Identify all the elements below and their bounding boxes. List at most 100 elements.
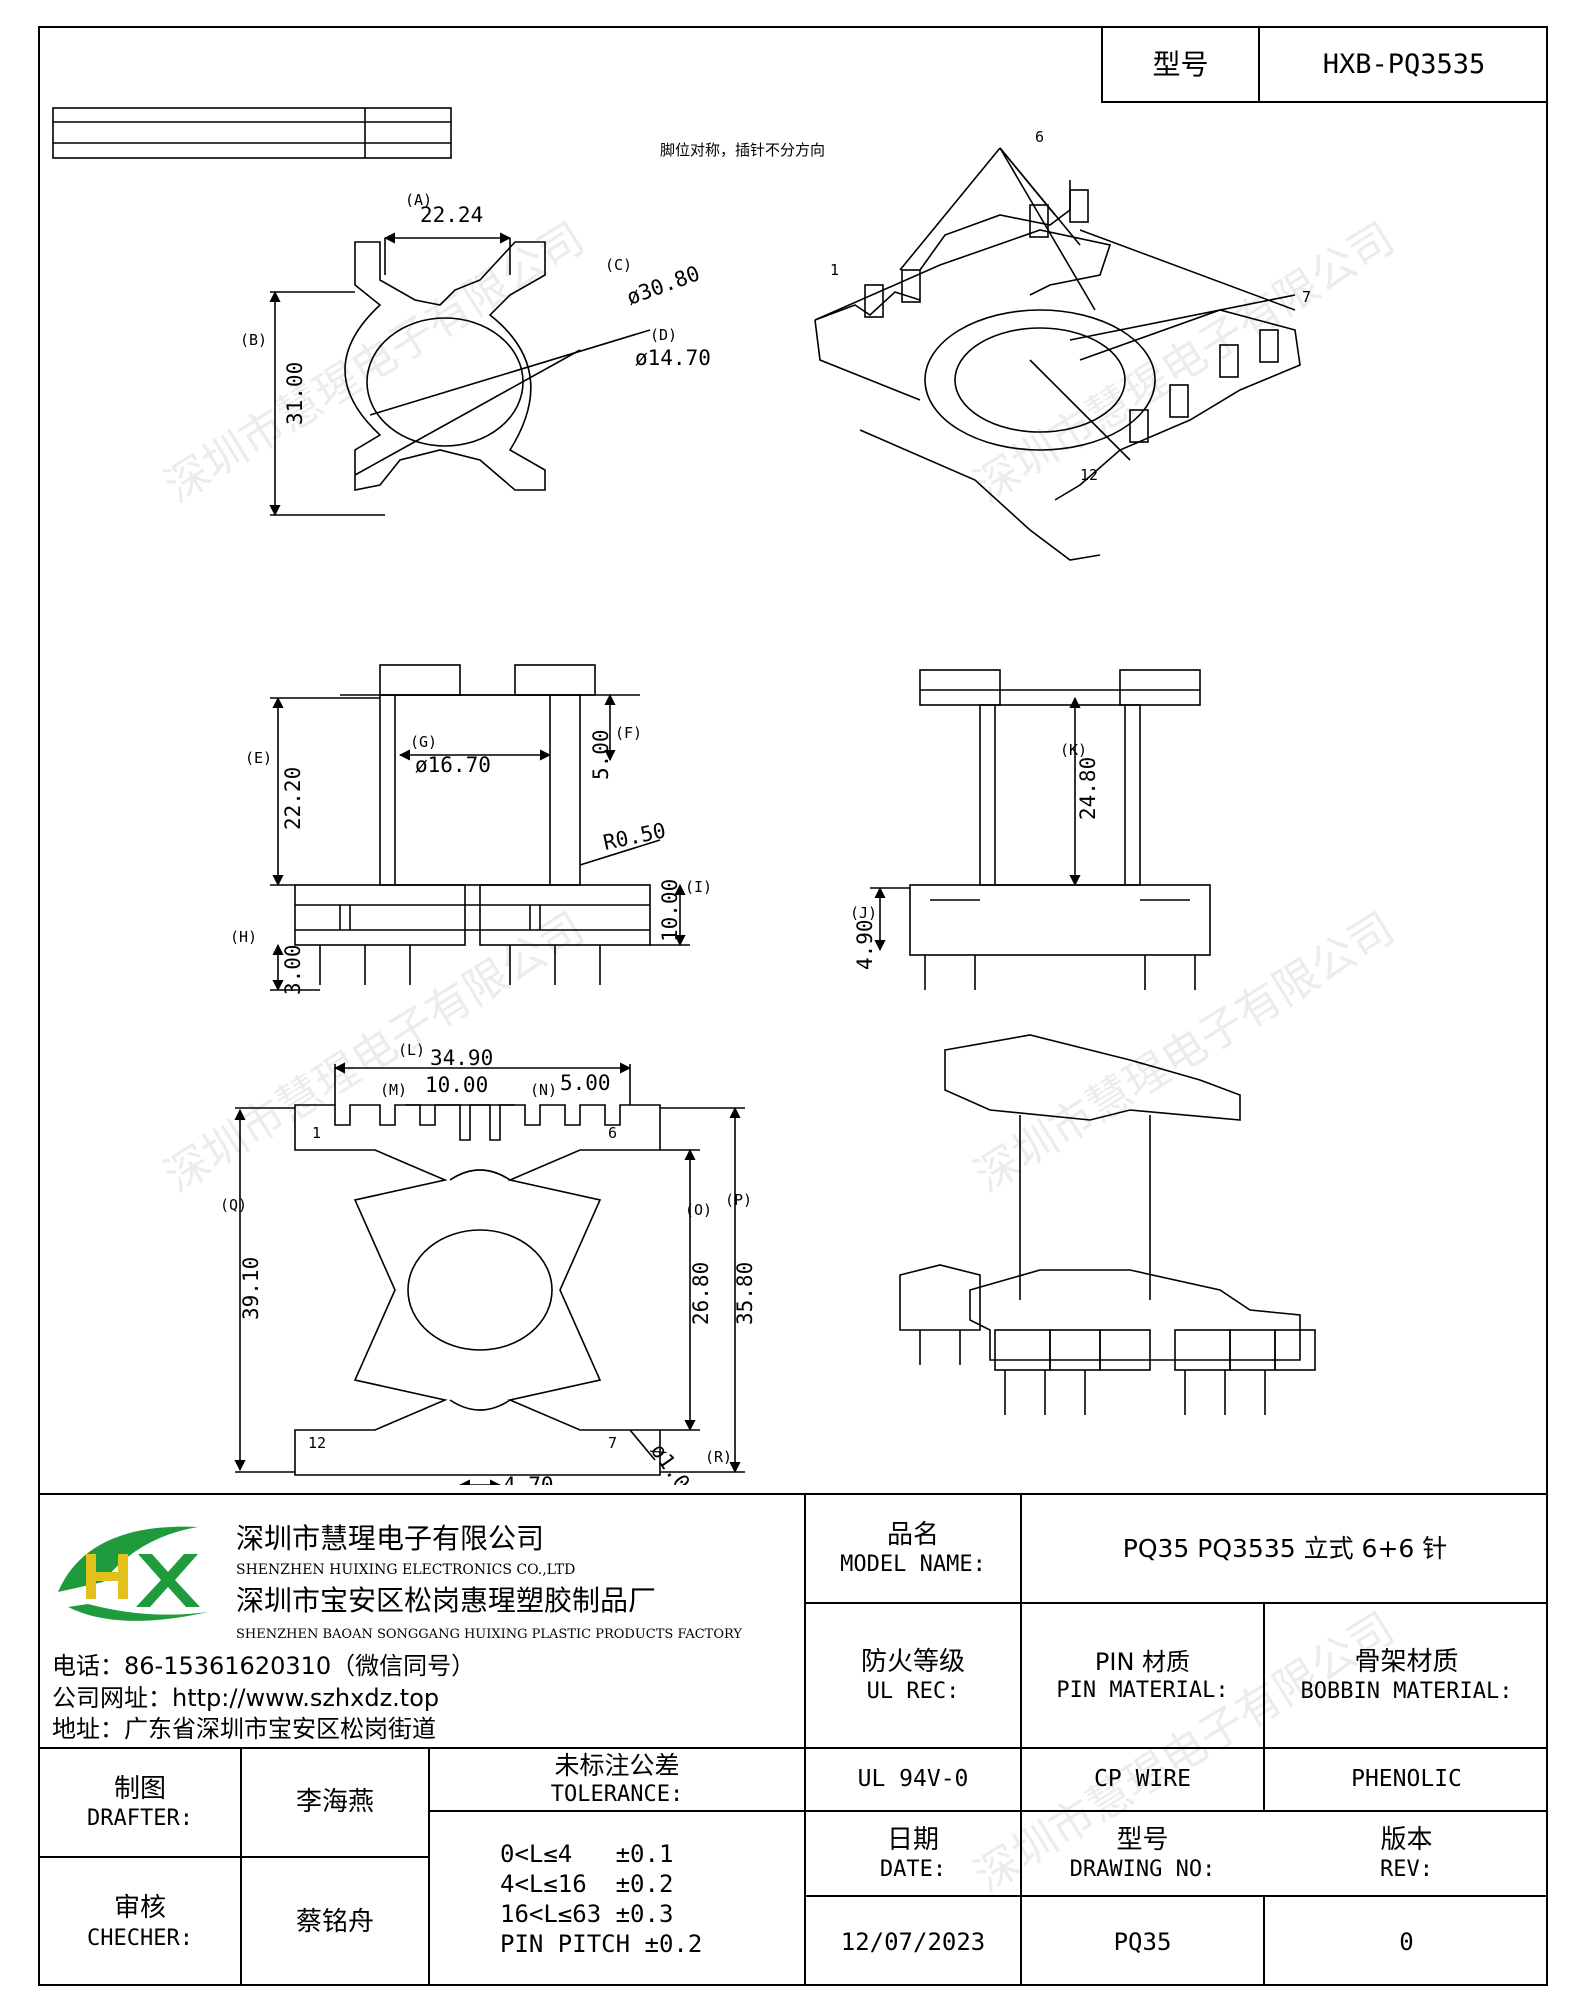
dim-letter-a: (A) <box>405 191 432 209</box>
dim-m: 10.00 <box>425 1073 488 1097</box>
drawing-no-label: 型号 DRAWING NO: <box>1022 1812 1263 1895</box>
model-value: HXB-PQ3535 <box>1322 48 1486 80</box>
titleblock-vline-1020 <box>1020 1493 1022 1986</box>
dim-o: 26.80 <box>689 1262 713 1325</box>
company-website: 公司网址：http://www.szhxdz.top <box>52 1684 440 1712</box>
titleblock-vline-428 <box>428 1747 430 1986</box>
checker-value: 蔡铭舟 <box>295 1906 374 1937</box>
drafter-value: 李海燕 <box>295 1787 374 1818</box>
dim-a: 22.24 <box>420 203 483 227</box>
tolerance-line: 0<L≤4 ±0.1 <box>500 1840 674 1868</box>
company-name-en: SHENZHEN HUIXING ELECTRONICS CO.,LTD <box>236 1562 576 1579</box>
factory-name-cn: 深圳市宝安区松岗惠瑆塑胶制品厂 <box>236 1583 657 1617</box>
dim-f: 5.00 <box>589 729 613 780</box>
drafter-label-cn: 制图 <box>113 1773 166 1804</box>
side-view-bar <box>52 107 452 159</box>
pin-label-6-top: 6 <box>1035 128 1044 146</box>
dim-letter-n: (N) <box>530 1081 557 1099</box>
dim-letter-r: (R) <box>705 1448 732 1466</box>
dim-letter-c: (C) <box>605 256 632 274</box>
header-mid-line <box>1258 26 1260 102</box>
pin-note: 脚位对称，插针不分方向 <box>660 141 825 159</box>
checker-label: 审核 CHECHER: <box>40 1858 240 1986</box>
pin-label-12-bottom: 12 <box>308 1434 326 1452</box>
company-address: 地址：广东省深圳市宝安区松岗街道 <box>52 1715 436 1743</box>
dim-c: ø30.80 <box>624 261 703 309</box>
dim-r: R0.50 <box>601 818 668 855</box>
side-view <box>909 669 1211 990</box>
dim-k: 24.80 <box>1076 757 1100 820</box>
dim-e: 22.20 <box>281 767 305 830</box>
model-label: 型号 <box>1152 48 1209 81</box>
dim-letter-h: (H) <box>230 928 257 946</box>
tolerance-line: 16<L≤63 ±0.3 <box>500 1900 674 1928</box>
titleblock-hline-1810 <box>804 1810 1548 1812</box>
rev-value: 0 <box>1399 1927 1414 1956</box>
dim-j: 4.90 <box>853 919 877 970</box>
drafter-label-en: DRAFTER: <box>87 1806 193 1831</box>
dim-h: 3.00 <box>281 944 305 995</box>
dim-letter-g: (G) <box>410 733 437 751</box>
tolerance-label: 未标注公差 TOLERANCE: <box>430 1749 804 1810</box>
model-name-label: 品名 MODEL NAME: <box>806 1495 1020 1602</box>
company-phone: 电话：86-15361620310（微信同号） <box>52 1652 476 1680</box>
date-label: 日期 DATE: <box>806 1812 1020 1895</box>
pin-material-value: CP WIRE <box>1094 1766 1191 1793</box>
titleblock-vline-1263b <box>1263 1895 1265 1986</box>
pin-label-6-bottom: 6 <box>608 1124 617 1142</box>
tolerance-table: 0<L≤4 ±0.1 4<L≤16 ±0.2 16<L≤63 ±0.3 PIN … <box>430 1812 804 1986</box>
ul-rec-label: 防火等级 UL REC: <box>806 1604 1020 1747</box>
pin-material-label-en: PIN MATERIAL: <box>1056 1677 1229 1703</box>
dim-letter-p: (P) <box>725 1191 752 1209</box>
isometric-view-bottom <box>899 1034 1316 1415</box>
technical-drawing: (A) 22.24 (B) 31.00 (C) ø30.80 (D) ø14.7… <box>52 107 1316 1485</box>
titleblock-vline-804 <box>804 1493 806 1986</box>
dim-b: 31.00 <box>283 362 307 425</box>
header-left-line <box>1101 26 1103 102</box>
titleblock-hline-1895 <box>804 1895 1548 1897</box>
isometric-view-top <box>814 147 1301 561</box>
date-value: 12/07/2023 <box>840 1927 986 1956</box>
titleblock-hline-1856 <box>38 1856 428 1858</box>
bobbin-material-label-en: BOBBIN MATERIAL: <box>1300 1679 1513 1704</box>
titleblock-hline-1602 <box>804 1602 1548 1604</box>
model-name-value: PQ35 PQ3535 立式 6+6 针 <box>1122 1533 1448 1563</box>
dim-i: 10.00 <box>658 879 682 942</box>
dim-letter-d: (D) <box>650 326 677 344</box>
titleblock-top-line <box>38 1493 1548 1495</box>
bobbin-material-label: 骨架材质 BOBBIN MATERIAL: <box>1265 1604 1548 1747</box>
dim-letter-m: (M) <box>380 1081 407 1099</box>
factory-name-en: SHENZHEN BAOAN SONGGANG HUIXING PLASTIC … <box>236 1626 742 1642</box>
model-name-label-en: MODEL NAME: <box>840 1552 986 1577</box>
pin-label-7-bottom: 7 <box>608 1434 617 1452</box>
rev-label-cn: 版本 <box>1380 1824 1433 1855</box>
drawing-no-label-cn: 型号 <box>1116 1824 1169 1855</box>
ul-rec-value: UL 94V-0 <box>857 1766 969 1793</box>
ul-rec-label-en: UL REC: <box>866 1679 960 1704</box>
drawing-frame <box>38 26 1548 1986</box>
titleblock-hline-tol <box>428 1810 804 1812</box>
titleblock-vline-240 <box>240 1747 242 1986</box>
top-view <box>344 241 651 491</box>
date-label-en: DATE: <box>879 1857 947 1882</box>
header-bottom-line <box>1101 101 1548 103</box>
bobbin-material-label-cn: 骨架材质 <box>1354 1646 1459 1677</box>
tolerance-line: PIN PITCH ±0.2 <box>500 1930 703 1958</box>
checker-label-cn: 审核 <box>113 1893 166 1923</box>
ul-rec-label-cn: 防火等级 <box>860 1646 965 1677</box>
bottom-view <box>294 1104 661 1476</box>
pin-material-label: PIN 材质 PIN MATERIAL: <box>1022 1604 1263 1747</box>
dim-p: 35.80 <box>733 1262 757 1325</box>
company-logo-icon <box>58 1526 208 1621</box>
dim-letter-o: (O) <box>685 1201 712 1219</box>
titleblock-hline-1747 <box>38 1747 1548 1749</box>
titleblock-vline-1263 <box>1263 1602 1265 1810</box>
dim-letter-k: (K) <box>1060 741 1087 759</box>
dim-letter-b: (B) <box>240 331 267 349</box>
tolerance-line: 4<L≤16 ±0.2 <box>500 1870 674 1898</box>
pin-label-1-bottom: 1 <box>312 1124 321 1142</box>
dim-letter-l: (L) <box>398 1041 425 1059</box>
dim-l: 34.90 <box>430 1046 493 1070</box>
drawing-no-label-en: DRAWING NO: <box>1069 1857 1216 1882</box>
dim-t: ø1.00 <box>646 1439 702 1485</box>
